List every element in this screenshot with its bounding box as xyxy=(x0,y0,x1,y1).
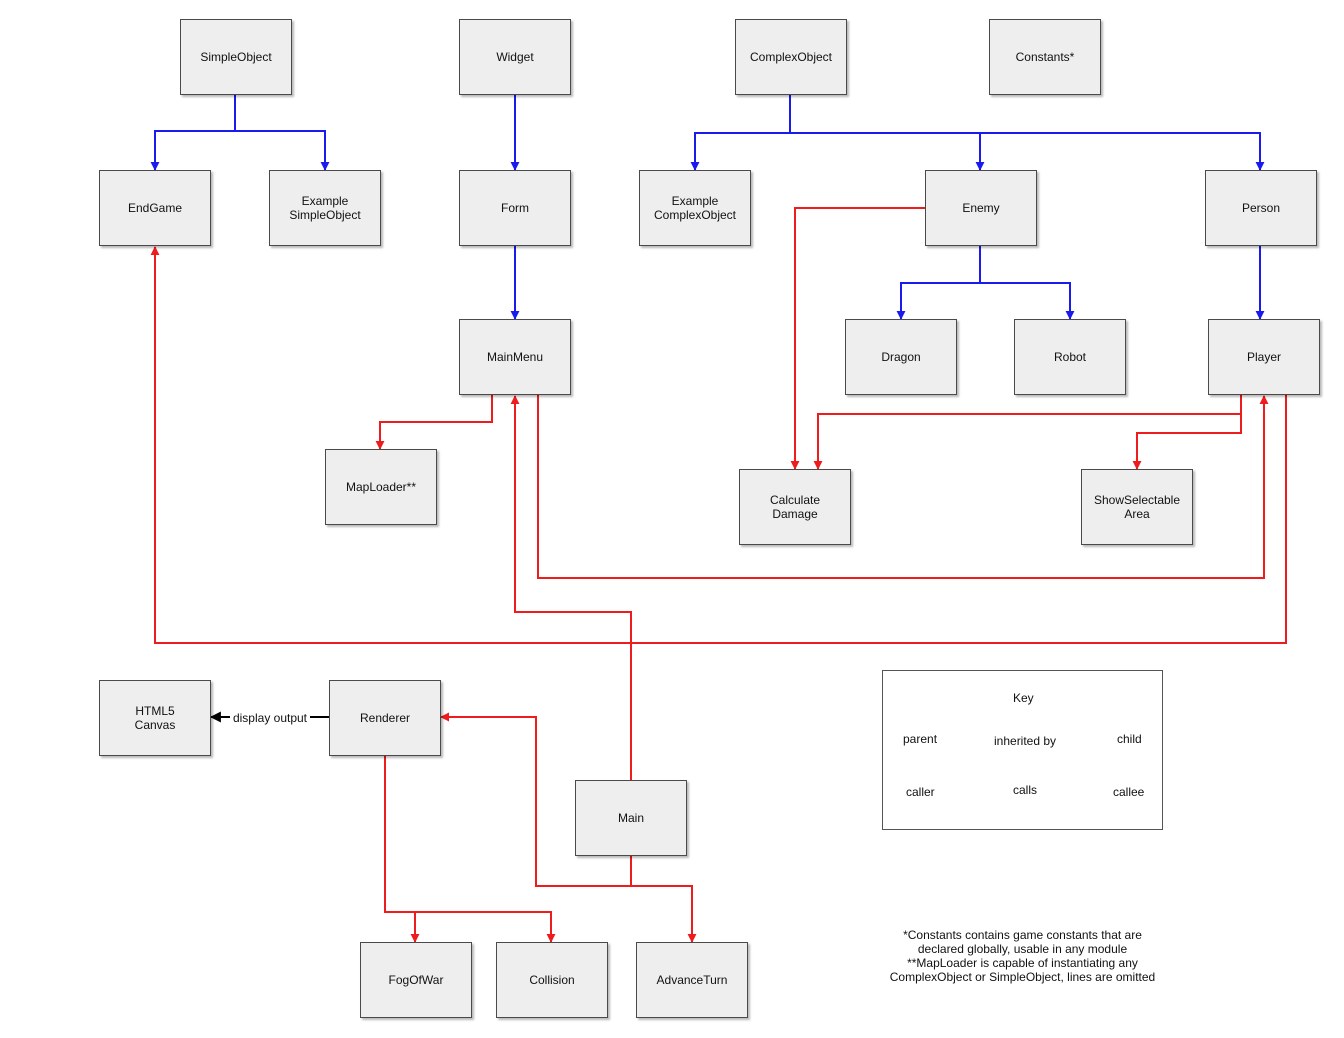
node-player[interactable]: Player xyxy=(1208,319,1320,395)
edge-player-showselectablearea xyxy=(1132,414,1242,470)
node-renderer[interactable]: Renderer xyxy=(329,680,441,756)
edge-label-display-output: display output xyxy=(233,711,308,725)
node-examplesimpleobject[interactable]: Example SimpleObject xyxy=(269,170,381,246)
legend-caller: caller xyxy=(905,785,936,799)
node-maploader[interactable]: MapLoader** xyxy=(325,449,437,525)
edge-complexobject-enemy xyxy=(790,132,985,171)
legend-inherited-by: inherited by xyxy=(993,734,1058,748)
node-complexobject[interactable]: ComplexObject xyxy=(735,19,847,95)
edge-main-renderer xyxy=(440,712,632,887)
node-widget[interactable]: Widget xyxy=(459,19,571,95)
node-examplecomplexobject[interactable]: Example ComplexObject xyxy=(639,170,751,246)
node-advanceturn[interactable]: AdvanceTurn xyxy=(636,942,748,1018)
node-constants[interactable]: Constants* xyxy=(989,19,1101,95)
node-simpleobject[interactable]: SimpleObject xyxy=(180,19,292,95)
node-main[interactable]: Main xyxy=(575,780,687,856)
footnote-line-4: ComplexObject or SimpleObject, lines are… xyxy=(889,970,1156,984)
node-showselectablearea[interactable]: ShowSelectable Area xyxy=(1081,469,1193,545)
edge-simpleobject-examplesimpleobject xyxy=(235,130,330,171)
edge-main-mainmenu xyxy=(510,395,632,780)
edge-renderer-fogofwar xyxy=(384,756,420,943)
edge-player-endgame xyxy=(150,246,1287,644)
legend-callee: callee xyxy=(1112,785,1146,799)
node-mainmenu[interactable]: MainMenu xyxy=(459,319,571,395)
footnote-line-1: *Constants contains game constants that … xyxy=(903,928,1142,942)
edge-main-advanceturn xyxy=(631,885,697,943)
node-dragon[interactable]: Dragon xyxy=(845,319,957,395)
edge-enemy-robot xyxy=(980,282,1075,320)
node-html5canvas[interactable]: HTML5 Canvas xyxy=(99,680,211,756)
footnote-line-2: declared globally, usable in any module xyxy=(917,942,1128,956)
node-collision[interactable]: Collision xyxy=(496,942,608,1018)
edge-mainmenu-maploader xyxy=(375,395,493,450)
edge-complexobject-person xyxy=(980,132,1265,171)
legend-parent: parent xyxy=(902,732,939,746)
edge-simpleobject-endgame xyxy=(150,95,236,171)
edge-player-calculatedamage xyxy=(813,395,1242,470)
node-person[interactable]: Person xyxy=(1205,170,1317,246)
edge-renderer-collision xyxy=(415,911,556,943)
legend-title: Key xyxy=(1012,691,1035,705)
edge-enemy-calculatedamage xyxy=(790,207,925,470)
node-form[interactable]: Form xyxy=(459,170,571,246)
node-robot[interactable]: Robot xyxy=(1014,319,1126,395)
edge-complexobject-examplecomplexobject xyxy=(690,95,791,171)
node-calculatedamage[interactable]: Calculate Damage xyxy=(739,469,851,545)
node-endgame[interactable]: EndGame xyxy=(99,170,211,246)
node-fogofwar[interactable]: FogOfWar xyxy=(360,942,472,1018)
edge-enemy-dragon xyxy=(896,246,981,320)
node-enemy[interactable]: Enemy xyxy=(925,170,1037,246)
legend-calls: calls xyxy=(1012,783,1039,797)
footnote-line-3: **MapLoader is capable of instantiating … xyxy=(907,956,1138,970)
edge-mainmenu-player xyxy=(537,395,1269,579)
footnote: *Constants contains game constants that … xyxy=(870,928,1175,984)
legend-child: child xyxy=(1116,732,1143,746)
